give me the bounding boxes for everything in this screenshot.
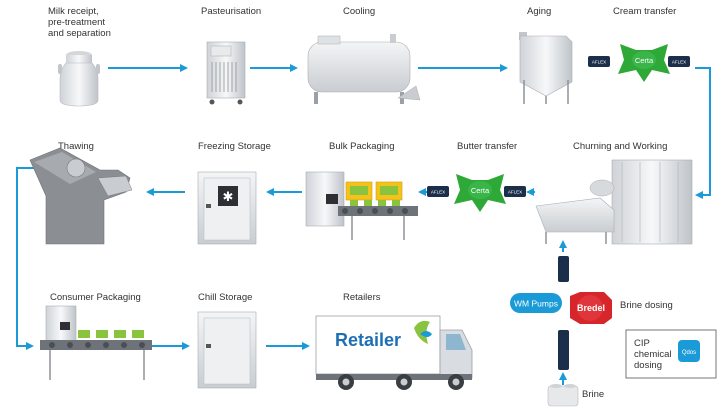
chill-storage-label: Chill Storage	[198, 292, 253, 303]
cip-label: CIP chemical dosing	[634, 338, 672, 371]
cooling-tank-icon	[307, 34, 421, 104]
certa-pump-icon	[618, 44, 670, 82]
brine-label: Brine	[582, 389, 605, 400]
pasteuriser-icon	[206, 41, 246, 105]
brine-container-icon	[547, 384, 579, 407]
milk-can-icon	[58, 51, 100, 107]
aflex-hose-icon	[427, 186, 449, 197]
aging-label: Aging	[527, 6, 552, 17]
wm-pumps-label: WM Pumps	[514, 299, 558, 309]
cream-transfer-assembly: AFLEX AFLEX Certa	[588, 44, 690, 82]
certa-pump-label: Certa	[471, 186, 490, 195]
qdos-pump-icon	[678, 340, 700, 362]
butter-box-icon	[345, 181, 403, 201]
freezer-room-icon: ✱	[197, 171, 257, 245]
freezing-storage-label: Freezing Storage	[198, 141, 271, 152]
aflex-hose-label: AFLEX	[672, 60, 686, 65]
certa-pump-label: Certa	[635, 56, 654, 65]
butter-transfer-label: Butter transfer	[457, 141, 518, 152]
brine-dosing-label: Brine dosing	[620, 300, 673, 311]
thawing-machine-icon	[29, 147, 133, 245]
certa-pump-icon	[454, 174, 506, 212]
churning-machine-icon	[535, 159, 693, 245]
flow-arrows	[16, 64, 711, 385]
cooling-label: Cooling	[343, 6, 376, 17]
butter-transfer-assembly: AFLEX AFLEX Certa	[427, 174, 526, 212]
bulk-packaging-machine-icon	[305, 171, 418, 240]
thawing-label: Thawing	[58, 141, 94, 152]
chill-room-icon	[197, 311, 257, 389]
retailers-label: Retailers	[343, 292, 381, 303]
aflex-hose-label: AFLEX	[508, 190, 522, 195]
aflex-hose-icon	[504, 186, 526, 197]
churning-label: Churning and Working	[573, 141, 668, 152]
bredel-pump-label: Bredel	[577, 303, 605, 313]
cip-dosing-box	[625, 329, 717, 379]
brine-dosing-assembly	[510, 256, 612, 407]
aflex-hose-label: AFLEX	[431, 190, 445, 195]
pasteurisation-label: Pasteurisation	[201, 6, 262, 17]
arrow-cream-to-churning	[695, 67, 711, 199]
truck-brand-label: Retailer	[335, 330, 401, 350]
milk-receipt-label: Milk receipt, pre-treatment and separati…	[48, 6, 111, 39]
bulk-packaging-label: Bulk Packaging	[329, 141, 395, 152]
arrow-thawing-to-consumer	[16, 167, 34, 350]
aflex-hose-icon	[588, 56, 610, 67]
aflex-hose-label: AFLEX	[592, 60, 606, 65]
retailer-truck-icon	[315, 315, 473, 390]
aflex-hose-icon	[668, 56, 690, 67]
cream-transfer-label: Cream transfer	[613, 6, 677, 17]
aging-tank-icon	[519, 32, 573, 104]
consumer-packaging-label: Consumer Packaging	[50, 292, 141, 303]
snowflake-icon: ✱	[223, 189, 234, 204]
qdos-pump-label: Qdos	[682, 350, 696, 356]
wm-pumps-badge	[510, 293, 562, 313]
aflex-hose-icon	[558, 330, 569, 370]
bredel-pump-icon	[570, 292, 612, 324]
aflex-hose-icon	[558, 256, 569, 282]
consumer-packaging-machine-icon	[40, 305, 152, 380]
